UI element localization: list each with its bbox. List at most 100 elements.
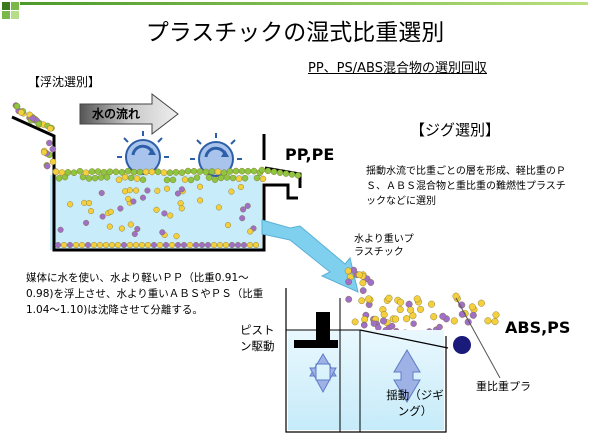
pellet (468, 303, 476, 311)
pellet (172, 168, 180, 176)
pellet (166, 169, 174, 176)
pellet (234, 241, 241, 248)
pellet (52, 168, 60, 176)
pellet (86, 200, 93, 207)
pellet (127, 174, 135, 182)
pellet (173, 233, 180, 240)
pp-pe-label: PP,PE (285, 145, 335, 164)
pellet (228, 188, 235, 195)
pellet (264, 167, 272, 175)
pellet (134, 225, 141, 232)
pellet (205, 174, 213, 181)
pellet (276, 169, 284, 176)
pellet (407, 306, 415, 314)
pellet (252, 241, 259, 248)
shaking-label: 揺動（ジギング） (386, 388, 444, 418)
pellet (405, 300, 413, 308)
pellet (214, 168, 222, 176)
pellet (258, 166, 266, 174)
pellet (98, 189, 105, 196)
pellet (139, 176, 147, 183)
pellet (87, 208, 94, 215)
pellet (359, 279, 367, 287)
pellet (244, 202, 251, 209)
pellet (359, 287, 367, 294)
pellet (18, 109, 25, 116)
pellet (344, 267, 352, 275)
pellet (215, 204, 222, 211)
pellet (370, 320, 378, 327)
pellet (88, 168, 96, 175)
pellet (117, 205, 124, 212)
pellet (210, 241, 217, 248)
pellet (167, 212, 174, 219)
pellet (190, 167, 198, 175)
pellet (294, 172, 302, 179)
pellet (114, 241, 121, 248)
pellet (90, 241, 97, 248)
pellet (361, 322, 368, 329)
pellet (47, 125, 54, 132)
pellet (375, 324, 382, 331)
pellet (136, 168, 144, 176)
heavy-plastic-ball (453, 336, 471, 354)
floating-pellets (52, 166, 302, 184)
pellet (241, 174, 249, 182)
pellet (82, 169, 90, 176)
pellet (168, 241, 175, 248)
pellet (163, 185, 170, 192)
pellet (237, 183, 244, 190)
pellet (130, 168, 138, 176)
pellet (246, 241, 253, 248)
pellet (61, 241, 68, 248)
pellet (67, 201, 74, 208)
pellet (439, 312, 447, 320)
pellet (450, 317, 458, 325)
pellet (288, 171, 296, 178)
pellet (160, 169, 168, 176)
discharge-arrow (261, 219, 359, 293)
pellet (430, 313, 438, 321)
pellet (70, 169, 78, 176)
pellet (13, 102, 21, 110)
shaking-arrow (393, 349, 421, 403)
pellet (239, 215, 246, 222)
pellet (64, 169, 72, 176)
pellet (491, 318, 499, 326)
pellet (413, 295, 421, 303)
pellet (216, 241, 223, 248)
pellet (118, 225, 125, 232)
top-bar (20, 2, 588, 5)
pellet (144, 241, 151, 248)
pellet (35, 120, 42, 128)
pellet (253, 174, 261, 182)
pellet (133, 175, 141, 182)
pellet (492, 311, 500, 319)
pellet (244, 167, 252, 175)
pellet (153, 206, 160, 213)
pellet (196, 168, 204, 175)
pellet (130, 198, 137, 205)
pellet (229, 174, 237, 182)
pellet (169, 176, 177, 184)
sinking-pellets (55, 183, 259, 248)
pellet (345, 295, 353, 303)
pellet (469, 311, 477, 319)
jig-description: 揺動水流で比重ごとの層を形成、軽比重のＰＳ、ＡＢＳ混合物と重比重の難燃性プラスチ… (366, 166, 566, 207)
pellet (55, 241, 62, 248)
pellet (156, 241, 163, 248)
pellet (139, 194, 146, 201)
jig-section-label: 【ジグ選別】 (410, 121, 501, 139)
pellet (121, 173, 129, 181)
pellet (235, 175, 243, 182)
pellet (181, 176, 189, 183)
pellet (396, 306, 404, 314)
piston (294, 312, 338, 348)
pellet (270, 168, 278, 176)
pellet (380, 311, 388, 319)
pellet (99, 213, 106, 220)
pellet (367, 279, 375, 286)
pellet (397, 298, 405, 306)
